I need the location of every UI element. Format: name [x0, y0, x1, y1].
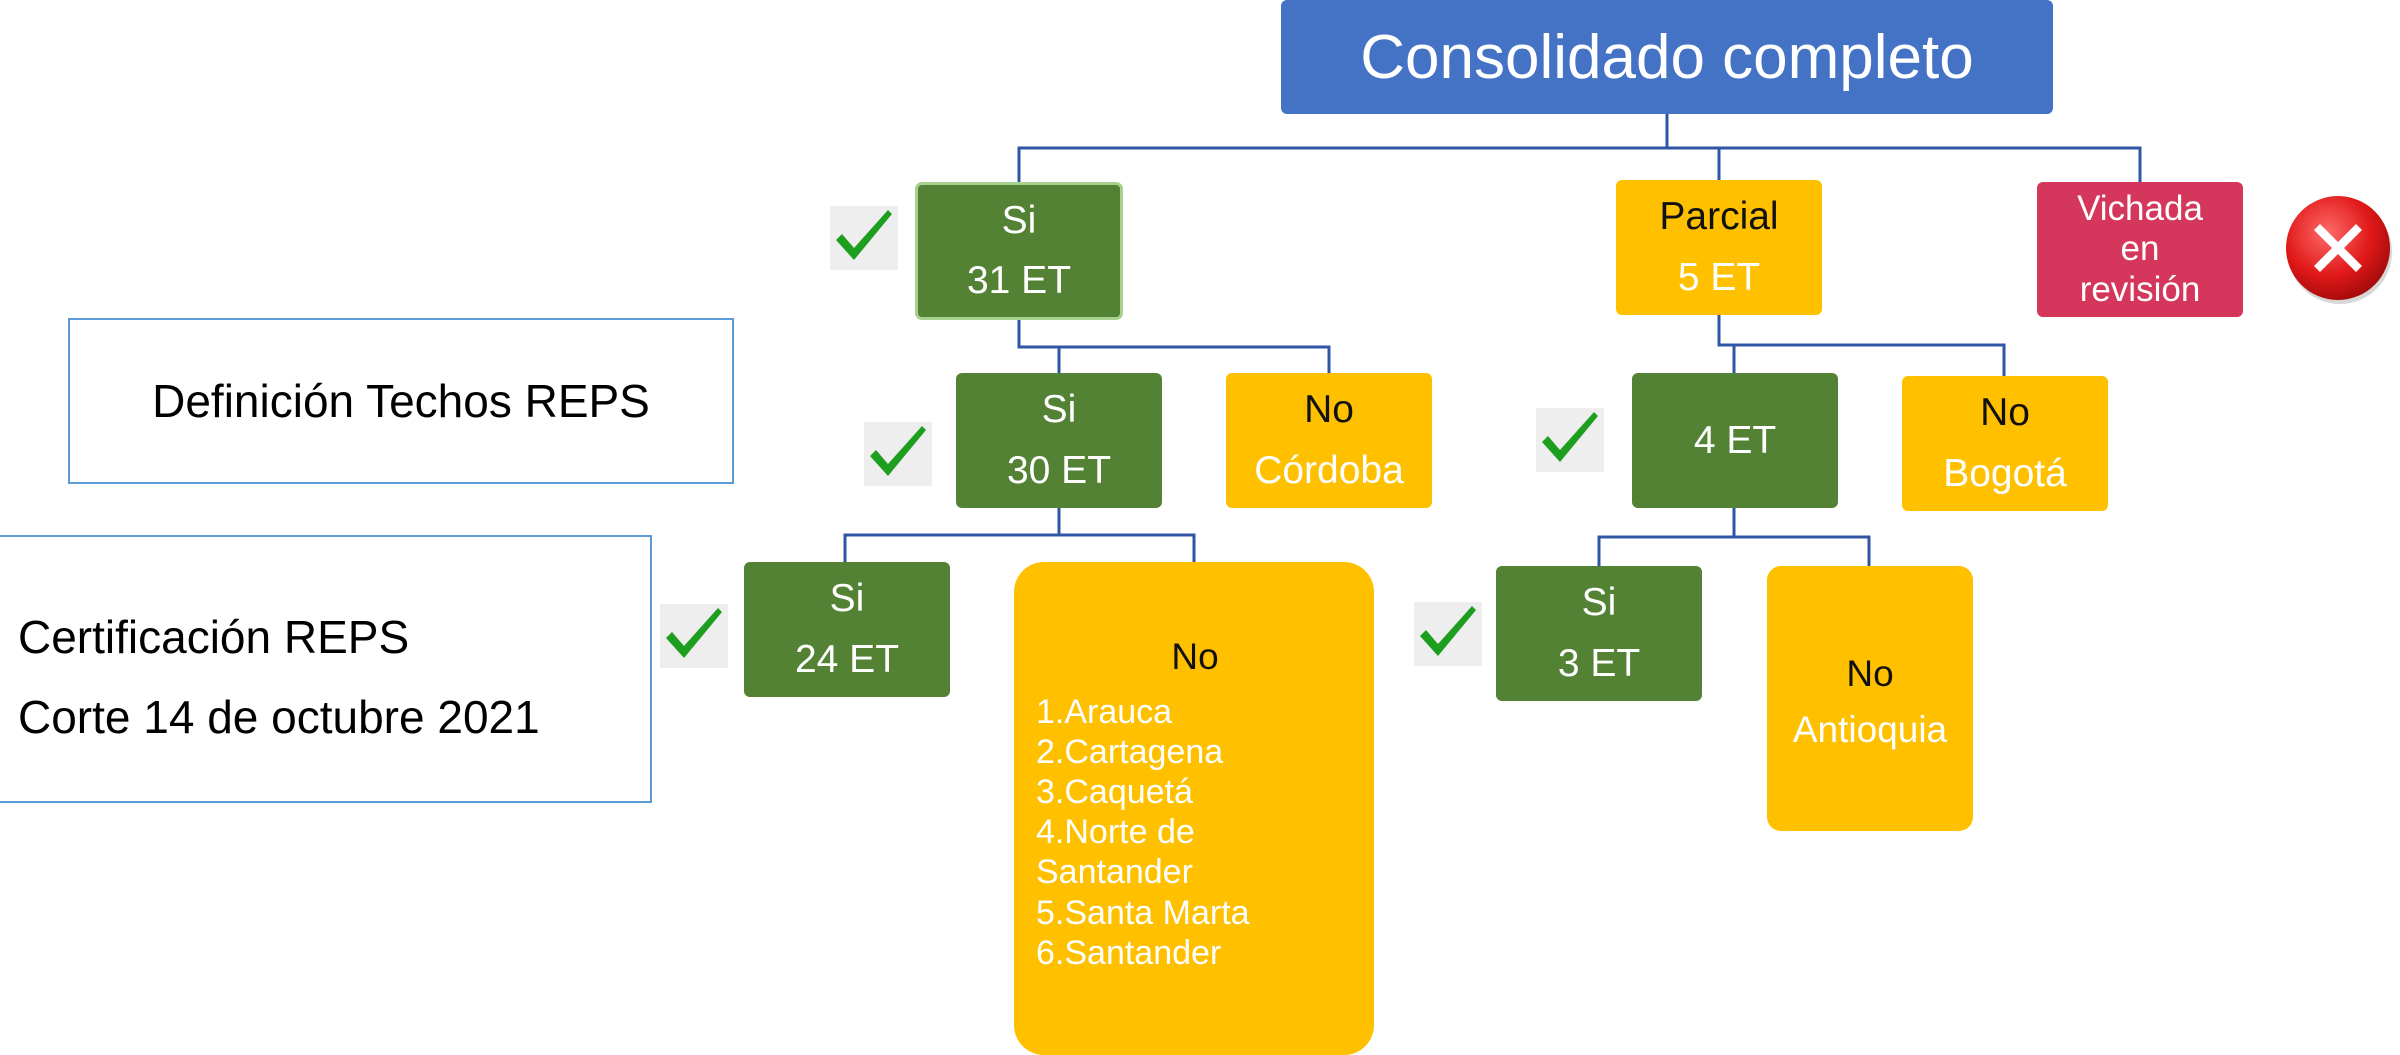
node-label: Si — [1581, 581, 1617, 625]
node-count: 24 ET — [794, 637, 900, 681]
node-place: Antioquia — [1792, 708, 1948, 750]
check-icon — [830, 206, 898, 270]
list-item: 6.Santander — [1036, 933, 1222, 972]
check-icon — [1536, 408, 1604, 472]
node-parcial: Parcial 5 ET — [1616, 180, 1822, 315]
node-4-et: 4 ET — [1632, 373, 1838, 508]
node-place: Bogotá — [1943, 451, 2067, 495]
node-line: Vichada — [2077, 189, 2203, 229]
node-label: Si — [1041, 388, 1077, 432]
node-label: No — [1980, 391, 2030, 435]
list-item: 1.Arauca — [1036, 693, 1173, 731]
list-item: 3.Caquetá — [1036, 773, 1193, 812]
node-line: revisión — [2079, 269, 2201, 309]
node-no-bogota: No Bogotá — [1902, 376, 2108, 511]
node-label: No — [1171, 636, 1219, 677]
list-item: 4.Norte de — [1036, 813, 1195, 852]
node-label: No — [1846, 653, 1894, 694]
label-definicion-techos: Definición Techos REPS — [68, 318, 734, 484]
list-item: 5.Santa Marta — [1036, 893, 1250, 932]
node-label: Si — [829, 577, 865, 621]
close-icon — [2286, 196, 2392, 304]
department-list: 1.Arauca 2.Cartagena 3.Caquetá 4.Norte d… — [1036, 692, 1354, 973]
label-certificacion: Certificación REPS Corte 14 de octubre 2… — [0, 535, 652, 803]
node-count: 4 ET — [1693, 418, 1777, 462]
node-label: Si — [1001, 198, 1037, 242]
node-count: 5 ET — [1677, 255, 1761, 299]
node-count: 3 ET — [1557, 641, 1641, 685]
node-count: 30 ET — [1006, 448, 1112, 492]
node-place: Córdoba — [1254, 448, 1404, 492]
node-si-3: Si 3 ET — [1496, 566, 1702, 701]
label-text: Definición Techos REPS — [152, 375, 650, 427]
label-line: Certificación REPS — [18, 611, 410, 663]
root-node: Consolidado completo — [1281, 0, 2053, 114]
node-no-cordoba: No Córdoba — [1226, 373, 1432, 508]
root-title: Consolidado completo — [1360, 22, 1974, 92]
node-label: No — [1304, 388, 1354, 432]
node-line: en — [2120, 229, 2160, 269]
node-count: 31 ET — [966, 259, 1072, 302]
node-si-30: Si 30 ET — [956, 373, 1162, 508]
check-icon — [660, 604, 728, 668]
check-icon — [1414, 602, 1482, 666]
node-label: Parcial — [1659, 195, 1779, 239]
label-line: Corte 14 de octubre 2021 — [18, 691, 540, 743]
node-no-antioquia: No Antioquia — [1767, 566, 1973, 831]
list-item: Santander — [1036, 853, 1193, 892]
node-vichada: Vichada en revisión — [2037, 182, 2243, 317]
node-si-24: Si 24 ET — [744, 562, 950, 697]
node-no-list: No 1.Arauca 2.Cartagena 3.Caquetá 4.Nort… — [1014, 562, 1374, 1055]
node-si-31: Si 31 ET — [915, 182, 1123, 320]
check-icon — [864, 422, 932, 486]
list-item: 2.Cartagena — [1036, 733, 1224, 772]
